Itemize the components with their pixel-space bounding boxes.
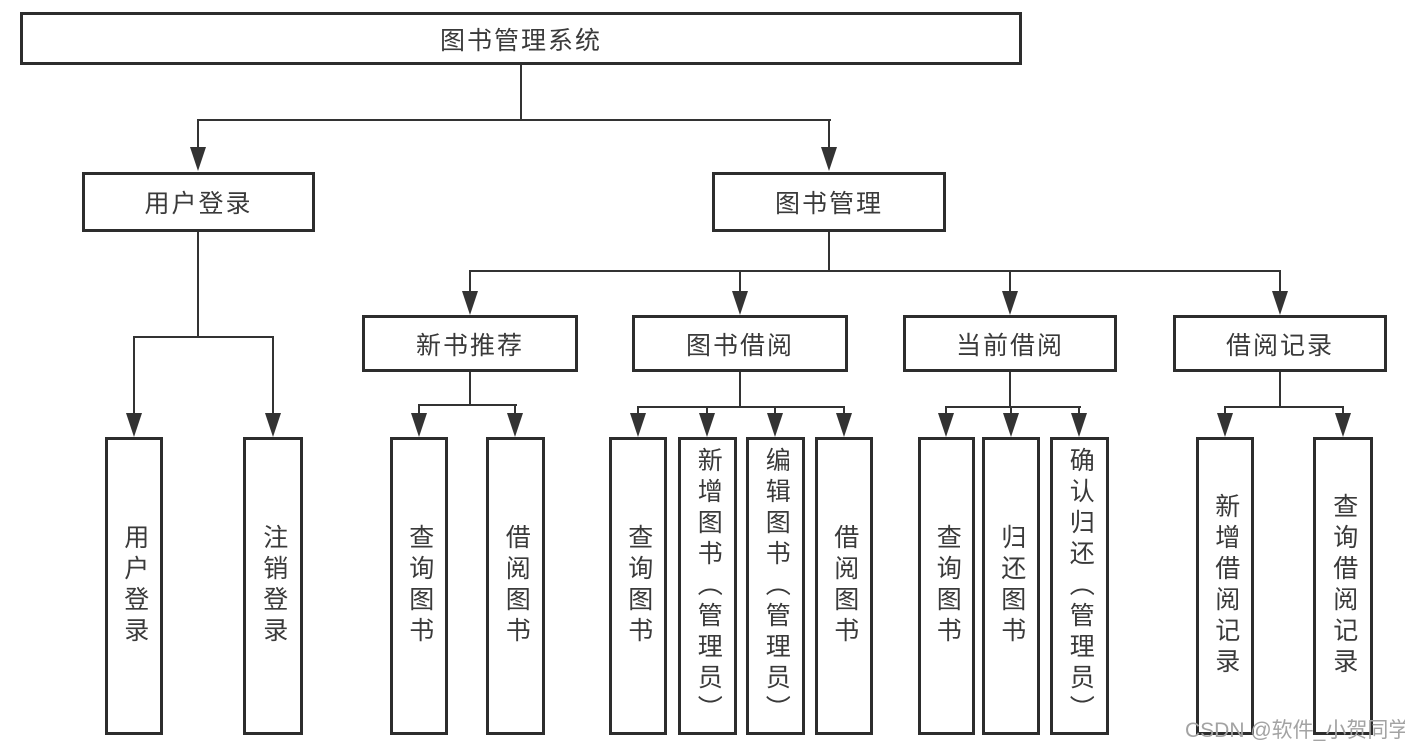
node-leaf-borrow-books-2: 借阅图书 [815, 437, 873, 735]
node-label: 借阅图书 [502, 524, 531, 648]
connector-line [1279, 270, 1281, 293]
connector-line [828, 119, 830, 151]
connector-line [418, 404, 420, 417]
arrow-down-icon [699, 413, 715, 437]
node-label: 图书借阅 [685, 331, 794, 360]
connector-line [945, 406, 947, 417]
node-label: 注销登录 [259, 524, 288, 648]
connector-line [133, 336, 274, 338]
node-label: 用户登录 [144, 190, 253, 218]
node-leaf-query-books-3: 查询图书 [918, 437, 975, 735]
arrow-down-icon [411, 413, 427, 437]
csdn-watermark: CSDN @软件_小贺同学 [1185, 719, 1405, 742]
arrow-down-icon [1217, 413, 1233, 437]
arrow-down-icon [836, 413, 852, 437]
connector-line [520, 65, 522, 121]
connector-line [637, 406, 639, 417]
node-book-borrowing: 图书借阅 [632, 315, 848, 372]
connector-line [1342, 406, 1344, 417]
arrow-down-icon [630, 413, 646, 437]
connector-line [418, 404, 517, 406]
node-label: 图书管理系统 [439, 26, 602, 55]
node-label: 借阅图书 [830, 524, 859, 648]
node-leaf-add-book-admin: 新增图书（管理员） [678, 437, 737, 735]
connector-line [197, 119, 831, 121]
node-leaf-return-book: 归还图书 [982, 437, 1040, 735]
connector-line [272, 336, 274, 415]
connector-line [1009, 270, 1011, 293]
node-label: 查询图书 [933, 524, 962, 648]
node-label: 编辑图书（管理员） [762, 446, 791, 726]
node-label: 查询借阅记录 [1329, 493, 1358, 679]
node-leaf-borrow-books-1: 借阅图书 [486, 437, 545, 735]
node-leaf-logout: 注销登录 [243, 437, 303, 735]
arrow-down-icon [507, 413, 523, 437]
arrow-down-icon [1071, 413, 1087, 437]
connector-line [843, 406, 845, 417]
node-label: 当前借阅 [955, 331, 1064, 360]
arrow-down-icon [462, 291, 478, 315]
arrow-down-icon [190, 147, 206, 171]
node-leaf-edit-book-admin: 编辑图书（管理员） [746, 437, 805, 735]
node-current-borrowing: 当前借阅 [903, 315, 1117, 372]
node-leaf-query-borrow-record: 查询借阅记录 [1313, 437, 1373, 735]
node-label: 新书推荐 [415, 331, 524, 360]
arrow-down-icon [1335, 413, 1351, 437]
arrow-down-icon [821, 147, 837, 171]
arrow-down-icon [1272, 291, 1288, 315]
node-label: 确认归还（管理员） [1066, 446, 1095, 726]
arrow-down-icon [1002, 291, 1018, 315]
connector-line [1224, 406, 1344, 408]
connector-line [197, 232, 199, 338]
node-label: 归还图书 [997, 524, 1026, 648]
node-leaf-query-books-1: 查询图书 [390, 437, 448, 735]
node-book-management: 图书管理 [712, 172, 946, 232]
node-new-book-recommendation: 新书推荐 [362, 315, 578, 372]
node-label: 查询图书 [405, 524, 434, 648]
connector-line [637, 406, 845, 408]
connector-line [1009, 372, 1011, 408]
node-label: 新增图书（管理员） [694, 446, 723, 726]
node-leaf-query-books-2: 查询图书 [609, 437, 667, 735]
node-label: 新增借阅记录 [1211, 493, 1240, 679]
connector-line [1078, 406, 1080, 417]
connector-line [828, 232, 830, 272]
node-leaf-user-login: 用户登录 [105, 437, 163, 735]
connector-line [469, 372, 471, 406]
connector-line [1010, 406, 1012, 417]
node-leaf-confirm-return-admin: 确认归还（管理员） [1050, 437, 1109, 735]
node-label: 用户登录 [120, 524, 149, 648]
arrow-down-icon [767, 413, 783, 437]
node-leaf-add-borrow-record: 新增借阅记录 [1196, 437, 1254, 735]
connector-line [739, 372, 741, 408]
connector-line [739, 270, 741, 293]
node-label: 图书管理 [774, 190, 883, 218]
node-label: 借阅记录 [1225, 331, 1334, 360]
connector-line [197, 119, 199, 151]
connector-line [514, 404, 516, 417]
connector-line [469, 270, 1281, 272]
connector-line [706, 406, 708, 417]
node-user-login: 用户登录 [82, 172, 315, 232]
arrow-down-icon [265, 413, 281, 437]
connector-line [774, 406, 776, 417]
connector-line [1279, 372, 1281, 408]
arrow-down-icon [938, 413, 954, 437]
node-borrowing-records: 借阅记录 [1173, 315, 1387, 372]
arrow-down-icon [732, 291, 748, 315]
connector-line [1224, 406, 1226, 417]
node-library-management-system: 图书管理系统 [20, 12, 1022, 65]
arrow-down-icon [126, 413, 142, 437]
arrow-down-icon [1003, 413, 1019, 437]
node-label: 查询图书 [624, 524, 653, 648]
connector-line [945, 406, 1081, 408]
connector-line [133, 336, 135, 415]
connector-line [469, 270, 471, 293]
